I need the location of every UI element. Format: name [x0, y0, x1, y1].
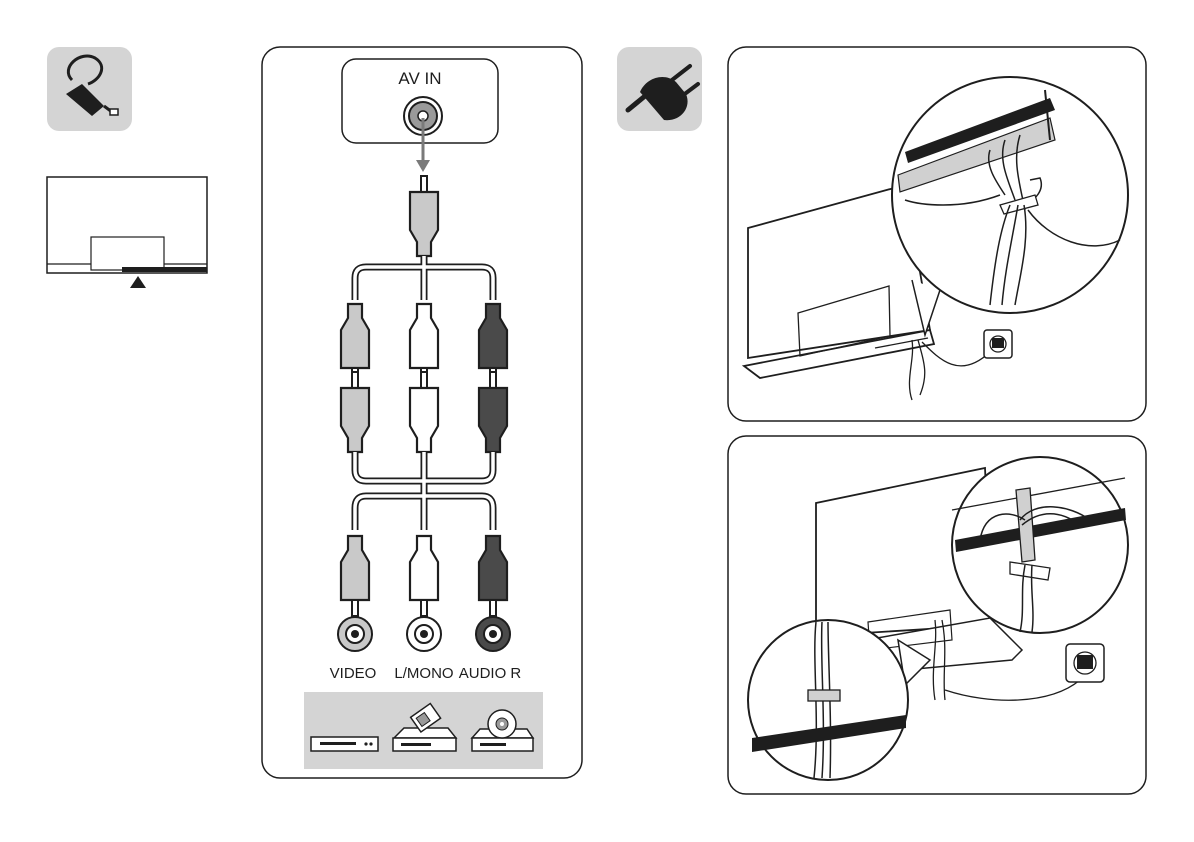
cable-management-step-2	[728, 436, 1146, 794]
vcr-icon	[311, 737, 378, 751]
tv-position-diagram	[47, 177, 207, 288]
jack-label-l-mono: L/MONO	[394, 665, 453, 682]
triangle-up-icon	[130, 276, 146, 288]
cable-management-step-1	[728, 47, 1146, 421]
jack-label-audio-r: AUDIO R	[459, 665, 522, 682]
jack-video	[338, 617, 372, 651]
jack-l-mono	[407, 617, 441, 651]
av-connection-panel: AV IN	[262, 47, 582, 778]
av-in-label: AV IN	[398, 69, 441, 88]
jack-audio-r	[476, 617, 510, 651]
power-plug-icon	[617, 47, 702, 131]
device-strip	[304, 692, 543, 769]
av-in-port: AV IN	[342, 59, 498, 143]
cable-plug-icon	[47, 47, 132, 131]
jack-label-video: VIDEO	[330, 665, 377, 682]
